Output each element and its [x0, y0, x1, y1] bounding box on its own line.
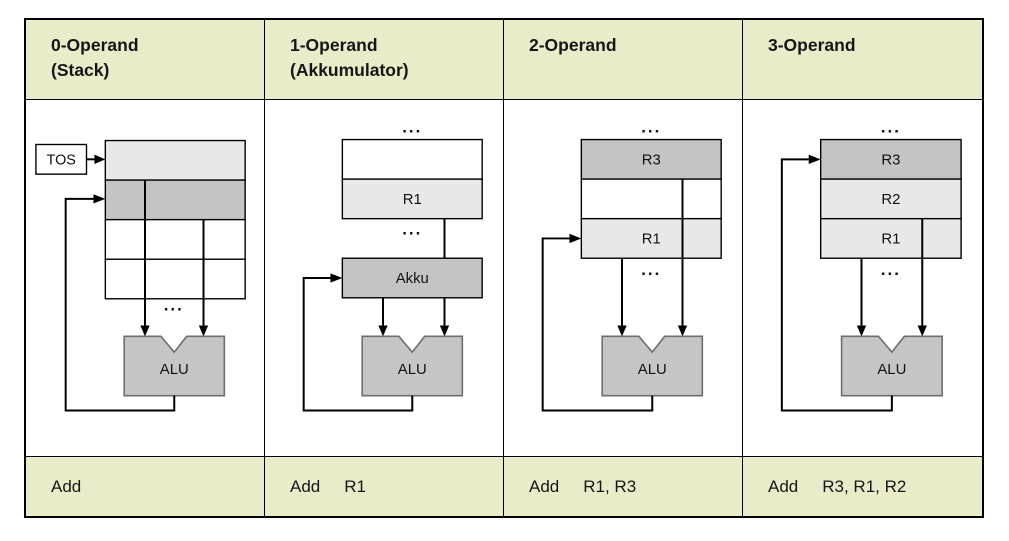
header-cell-1-operand: 1-Operand (Akkumulator): [265, 20, 504, 100]
alu-box: [123, 335, 226, 397]
tos-arrowhead-icon: [94, 154, 106, 164]
operand-arrowhead-left-icon: [856, 325, 867, 337]
result-feedback-path: [541, 237, 654, 412]
stack-cell-tos: [104, 139, 246, 181]
operand-arrowhead-right-icon: [917, 325, 927, 337]
result-feedback-path: [780, 158, 893, 412]
header-subtitle: (Akkumulator): [290, 60, 409, 80]
header-cell-2-operand: 2-Operand: [504, 20, 743, 100]
operand-architecture-table: 0-Operand (Stack) 1-Operand (Akkumulator…: [24, 18, 984, 518]
ellipsis-top: ...: [402, 118, 422, 137]
register-cell-r1: [819, 217, 962, 259]
diagram-cell-3-operand: ... R3 R2 R1 ... ALU: [743, 100, 982, 456]
akku-box: [341, 257, 483, 299]
alu-label: ALU: [160, 362, 189, 378]
stack-cell-third: [104, 218, 246, 260]
operand-arrowhead-left-icon: [378, 325, 388, 337]
register-cell-r3: [580, 138, 722, 180]
feedback-arrowhead-icon: [330, 273, 343, 283]
header-subtitle: (Stack): [51, 60, 110, 80]
tos-box: [35, 143, 88, 175]
instruction-cell-3-operand: Add R3, R1, R2: [743, 456, 982, 516]
alu-box: [601, 335, 704, 397]
instruction-cell-stack: Add: [26, 456, 265, 516]
stack-architecture-diagram: TOS ... ALU: [35, 139, 246, 412]
instruction-mnemonic: Add: [51, 476, 82, 496]
ellipsis-top: ...: [641, 118, 661, 137]
operand-arrowhead-left-icon: [617, 325, 627, 337]
three-operand-architecture-diagram: ... R3 R2 R1 ... ALU: [780, 118, 962, 412]
akkumulator-architecture-diagram: ... R1 ... Akku ALU: [302, 118, 483, 412]
register-cell-r3: [819, 138, 962, 180]
operand-arrowhead-right-icon: [677, 325, 688, 337]
diagram-cell-stack: TOS ... ALU: [26, 100, 265, 456]
instruction-cell-akkumulator: Add R1: [265, 456, 504, 516]
ellipsis-bottom: ...: [881, 260, 901, 279]
register-cell-empty: [580, 178, 722, 220]
operand-arrowhead-right-icon: [439, 325, 450, 337]
stack-cell-fourth: [104, 258, 246, 300]
ellipsis-bottom: ...: [641, 260, 661, 279]
register-label-r1: R1: [642, 231, 661, 247]
feedback-arrowhead-icon: [808, 154, 821, 164]
header-title: 3-Operand: [768, 35, 856, 55]
instruction-operands: R1, R3: [583, 476, 637, 496]
akku-label: Akku: [396, 271, 429, 287]
instruction-mnemonic: Add: [529, 476, 560, 496]
alu-box: [361, 335, 464, 397]
header-cell-3-operand: 3-Operand: [743, 20, 982, 100]
register-cell-empty: [341, 138, 483, 180]
feedback-arrowhead-icon: [569, 233, 582, 244]
register-label-r3: R3: [642, 152, 661, 168]
register-cell-r1: [580, 217, 722, 259]
result-feedback-path: [64, 197, 176, 412]
header-cell-0-operand: 0-Operand (Stack): [26, 20, 265, 100]
alu-label: ALU: [638, 362, 667, 378]
register-cell-r1: [341, 178, 483, 220]
alu-box: [840, 335, 943, 397]
register-label-r2: R2: [881, 192, 900, 208]
instruction-mnemonic: Add: [768, 476, 799, 496]
diagram-cell-akkumulator: ... R1 ... Akku ALU: [265, 100, 504, 456]
feedback-arrowhead-icon: [93, 194, 106, 204]
alu-label: ALU: [877, 362, 906, 378]
ellipsis-top: ...: [881, 118, 901, 137]
stack-cell-second: [104, 179, 246, 221]
register-label-r3: R3: [881, 152, 900, 168]
register-cell-r2: [819, 178, 962, 220]
result-feedback-path: [302, 277, 414, 412]
operand-arrowhead-right-icon: [198, 325, 209, 337]
register-label-r1: R1: [403, 192, 422, 208]
tos-label: TOS: [47, 152, 76, 168]
alu-label: ALU: [398, 362, 427, 378]
diagram-cell-2-operand: ... R3 R1 ... ALU: [504, 100, 743, 456]
register-label-r1: R1: [881, 231, 900, 247]
header-title: 0-Operand: [51, 35, 139, 55]
ellipsis: ...: [164, 296, 184, 315]
instruction-mnemonic: Add: [290, 476, 321, 496]
operand-arrowhead-left-icon: [140, 325, 150, 337]
instruction-operands: R1: [344, 476, 366, 496]
instruction-operands: R3, R1, R2: [822, 476, 907, 496]
header-title: 2-Operand: [529, 35, 617, 55]
two-operand-architecture-diagram: ... R3 R1 ... ALU: [541, 118, 722, 412]
ellipsis-bottom: ...: [402, 220, 422, 239]
instruction-cell-2-operand: Add R1, R3: [504, 456, 743, 516]
header-title: 1-Operand: [290, 35, 378, 55]
